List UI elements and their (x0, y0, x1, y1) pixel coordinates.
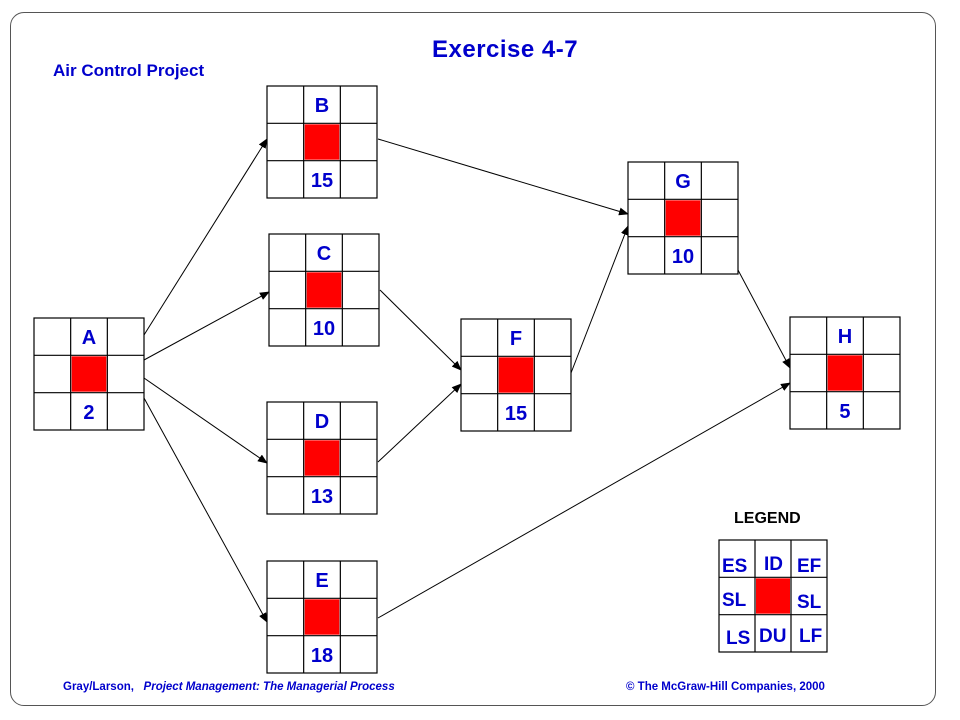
node-f (460, 318, 572, 432)
node-c-id: C (316, 243, 332, 265)
legend-sl-right: SL (797, 592, 822, 613)
nodes-layer (33, 85, 901, 674)
arrow-a-c (143, 291, 270, 361)
node-f-id: F (509, 328, 523, 350)
node-b (266, 85, 378, 199)
node-c-duration: 10 (312, 317, 336, 340)
critical-cell (665, 200, 701, 236)
node-b-id: B (314, 95, 330, 117)
node-h (789, 316, 901, 430)
critical-cell (304, 440, 340, 476)
node-d (266, 401, 378, 515)
node-a-id: A (81, 327, 97, 349)
arrow-a-e (143, 397, 268, 623)
footer-authors: Gray/Larson, (63, 681, 134, 693)
critical-cell (306, 272, 342, 308)
node-g (627, 161, 739, 275)
critical-cell (304, 599, 340, 635)
node-a-duration: 2 (83, 401, 95, 424)
legend-du: DU (759, 626, 787, 647)
legend-es: ES (722, 556, 748, 577)
legend-title: LEGEND (734, 510, 801, 527)
node-f-duration: 15 (504, 402, 528, 425)
arrow-b-g (377, 138, 629, 216)
arrow-g-h (737, 269, 791, 369)
critical-cell (498, 357, 534, 393)
arrow-f-g (570, 225, 629, 374)
node-d-duration: 13 (310, 485, 334, 508)
node-g-duration: 10 (671, 245, 695, 268)
arrow-a-b (143, 138, 268, 336)
critical-cell (304, 124, 340, 160)
arrow-d-f (377, 383, 462, 463)
legend-ls: LS (726, 628, 751, 649)
arrow-a-d (143, 377, 268, 464)
node-box (266, 85, 378, 199)
footer-credit: Gray/Larson, Project Management: The Man… (63, 681, 395, 693)
edges-layer (143, 138, 791, 623)
arrow-c-f (379, 289, 462, 371)
legend-ef: EF (797, 556, 822, 577)
legend-sl-left: SL (722, 590, 747, 611)
node-e-duration: 18 (310, 644, 334, 667)
node-a (33, 317, 145, 431)
legend-critical-cell (756, 578, 790, 614)
node-d-id: D (314, 411, 330, 433)
legend-grid (718, 539, 828, 653)
node-e (266, 560, 378, 674)
footer-book: Project Management: The Managerial Proce… (143, 681, 395, 693)
critical-cell (827, 355, 863, 391)
footer-copyright: © The McGraw-Hill Companies, 2000 (626, 681, 825, 693)
node-c (268, 233, 380, 347)
node-g-id: G (675, 171, 691, 193)
arrow-e-h (377, 382, 791, 619)
legend-lf: LF (799, 626, 823, 647)
node-h-id: H (837, 326, 853, 348)
node-h-duration: 5 (839, 400, 851, 423)
node-b-duration: 15 (310, 169, 334, 192)
critical-cell (71, 356, 107, 392)
page-title: Exercise 4-7 (432, 36, 579, 63)
legend-id: ID (764, 554, 783, 575)
project-subtitle: Air Control Project (53, 61, 205, 80)
node-box (266, 560, 378, 674)
node-e-id: E (315, 570, 329, 592)
